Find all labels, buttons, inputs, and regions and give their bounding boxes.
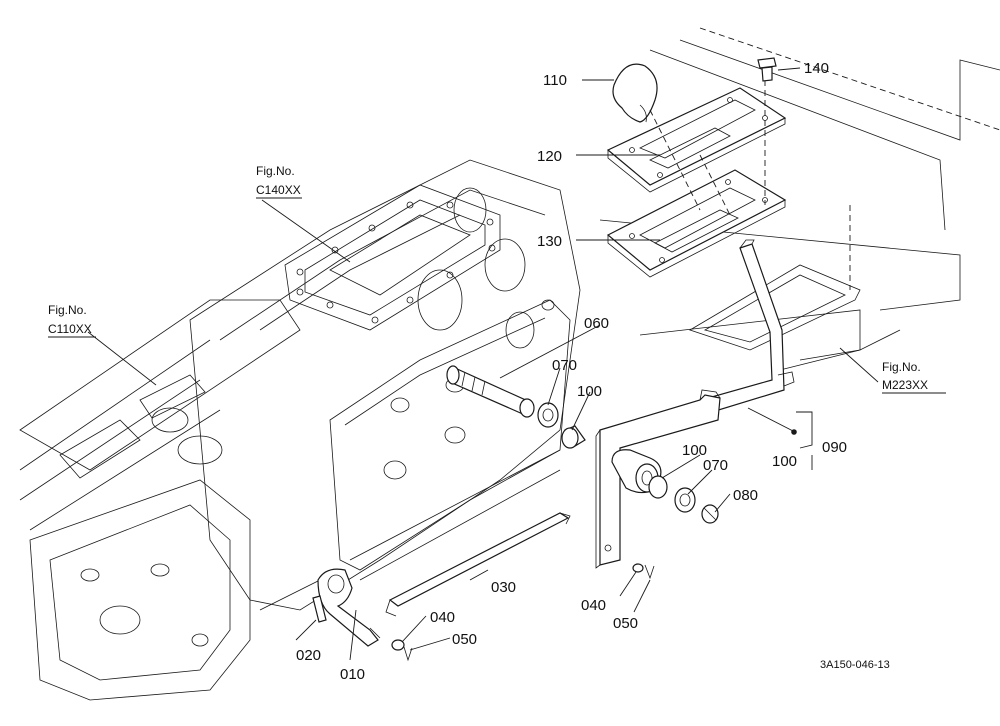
fig-ref-code: C110XX (48, 322, 92, 336)
fig-ref-label: Fig.No. (882, 360, 921, 374)
callout-040-right: 040 (581, 597, 606, 614)
retaining-clip (701, 504, 719, 524)
callout-060: 060 (584, 315, 609, 332)
fig-ref-code: C140XX (256, 183, 301, 197)
figure-ref-m223: Fig.No. M223XX (882, 360, 946, 394)
shift-knob (612, 63, 658, 123)
callout-050-left: 050 (452, 631, 477, 648)
callout-030: 030 (491, 579, 516, 596)
drawing-code: 3A150-046-13 (820, 659, 890, 671)
callout-070-right: 070 (703, 457, 728, 474)
callout-130: 130 (537, 233, 562, 250)
shift-arm (595, 389, 721, 569)
callout-070-left: 070 (552, 357, 577, 374)
callouts: 110 120 130 140 060 070 100 100 070 080 … (296, 60, 847, 683)
callout-120: 120 (537, 148, 562, 165)
figure-ref-c110: Fig.No. C110XX (48, 303, 96, 338)
callout-110: 110 (543, 72, 567, 89)
bolt (757, 57, 777, 82)
callout-020: 020 (296, 647, 321, 664)
transmission-case-outline (19, 159, 581, 701)
callout-100-right: 100 (682, 442, 707, 459)
fig-ref-label: Fig.No. (256, 164, 295, 178)
callout-100-assembly: 100 (772, 453, 797, 470)
fig-ref-label: Fig.No. (48, 303, 87, 317)
callout-040-left: 040 (430, 609, 455, 626)
callout-140: 140 (804, 60, 829, 77)
shift-lever-arm (317, 568, 381, 647)
callout-050-right: 050 (613, 615, 638, 632)
callout-100-left: 100 (577, 383, 602, 400)
floor-deck-outline (599, 27, 1000, 371)
callout-090: 090 (822, 439, 847, 456)
bushing-right (648, 475, 668, 499)
shaft (446, 365, 535, 418)
washer-left (537, 402, 559, 428)
link-rod (385, 512, 571, 617)
fig-ref-code: M223XX (882, 378, 928, 392)
spring-pin (312, 595, 327, 623)
washer-right (674, 487, 696, 513)
lever-guide-plate-lower (606, 169, 787, 278)
washer-pin-right (632, 563, 655, 580)
leader-lines (87, 67, 879, 661)
callout-010: 010 (340, 666, 365, 683)
figure-ref-c140: Fig.No. C140XX (256, 164, 302, 199)
bushing-left (561, 425, 586, 449)
callout-080: 080 (733, 487, 758, 504)
washer-pin-left (391, 639, 413, 662)
